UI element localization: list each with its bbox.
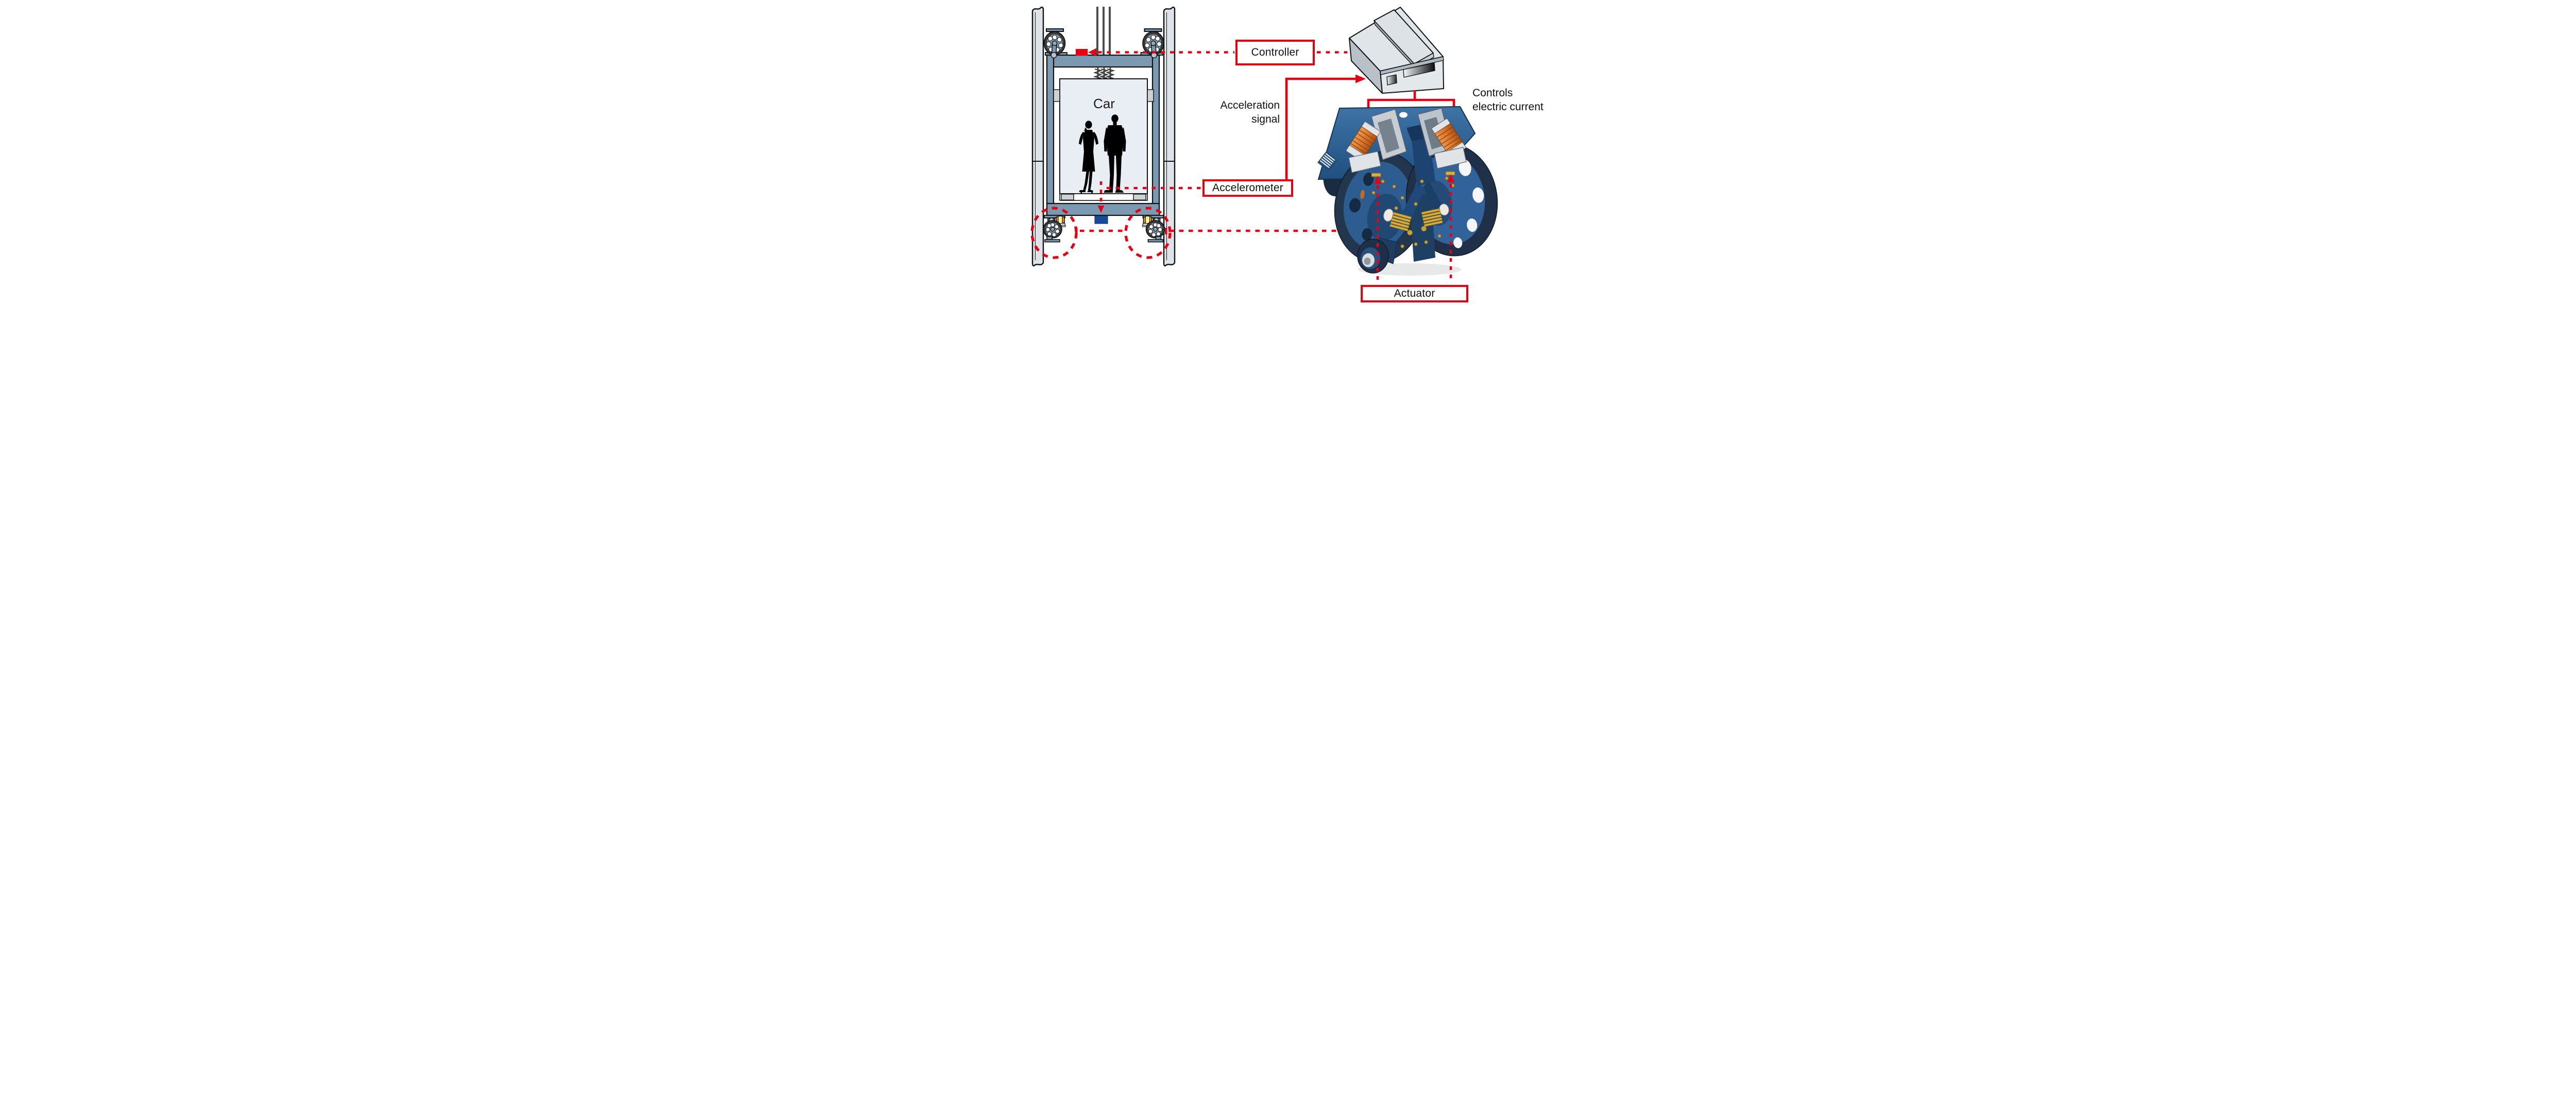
controller-display — [1403, 62, 1435, 78]
car-label: Car — [1093, 96, 1115, 111]
guide-rail-left — [1031, 6, 1044, 267]
accelerometer-label-text: Accelerometer — [1212, 182, 1283, 194]
accelerometer-label: Accelerometer — [1202, 179, 1293, 197]
acceleration-signal-line — [1285, 74, 1366, 179]
actuator-label-text: Actuator — [1394, 287, 1435, 299]
controller-unit-3d — [1349, 7, 1444, 94]
roller-guide-top-left — [1043, 28, 1067, 59]
controller-arrow-left-icon — [1088, 48, 1096, 57]
linkage-dotted-line — [1075, 228, 1347, 234]
actuator-arrow-up-icon — [1374, 176, 1381, 184]
roller-guide-bottom-left — [1043, 215, 1066, 243]
elevator-active-roller-guide-diagram: Controller Accelerometer Actuator Car Ac… — [884, 0, 1692, 307]
actuator-spring-left — [1383, 209, 1413, 235]
acceleration-signal-annotation: Acceleration signal — [1220, 99, 1280, 125]
hoist-cables — [1096, 7, 1111, 55]
floor-pad-left — [1061, 194, 1074, 200]
diagram-canvas — [1030, 6, 1498, 281]
floor-pad-right — [1133, 194, 1146, 200]
actuator-callout-dotted-left — [1374, 176, 1381, 281]
controller-button — [1386, 74, 1397, 86]
accelerometer-arrow-down-icon — [1097, 206, 1105, 213]
controller-label: Controller — [1235, 40, 1315, 65]
car-top-controller-box — [1076, 49, 1088, 56]
passenger-woman-silhouette — [1079, 121, 1098, 194]
roller-guide-top-right — [1140, 28, 1164, 59]
signal-arrow-right-icon — [1355, 74, 1366, 83]
actuator-bottom-wheel — [1357, 238, 1398, 274]
actuator-spring-right — [1421, 204, 1449, 231]
pcb-connector — [1317, 151, 1338, 172]
side-pad-right — [1147, 89, 1154, 102]
controller-label-text: Controller — [1251, 46, 1299, 58]
car-frame — [1046, 54, 1160, 216]
actuator-callout-dotted-right — [1447, 174, 1454, 281]
controls-current-annotation: Controls electric current — [1472, 87, 1544, 113]
brass-hardware — [1371, 171, 1455, 248]
roller-guide-bottom-right — [1142, 215, 1165, 243]
car-cab — [1053, 78, 1154, 201]
isolation-springs — [1093, 67, 1115, 79]
actuator-label: Actuator — [1361, 285, 1468, 302]
guide-rail-right — [1163, 6, 1176, 267]
accelerometer-device — [1094, 215, 1108, 224]
actuator-photo — [1317, 106, 1498, 276]
highlight-circle-right — [1124, 207, 1172, 259]
side-pad-left — [1053, 89, 1060, 102]
actuator-arrow-up-icon — [1447, 174, 1454, 182]
passenger-man-silhouette — [1104, 114, 1126, 193]
accelerometer-callout-dotted — [1097, 181, 1201, 213]
